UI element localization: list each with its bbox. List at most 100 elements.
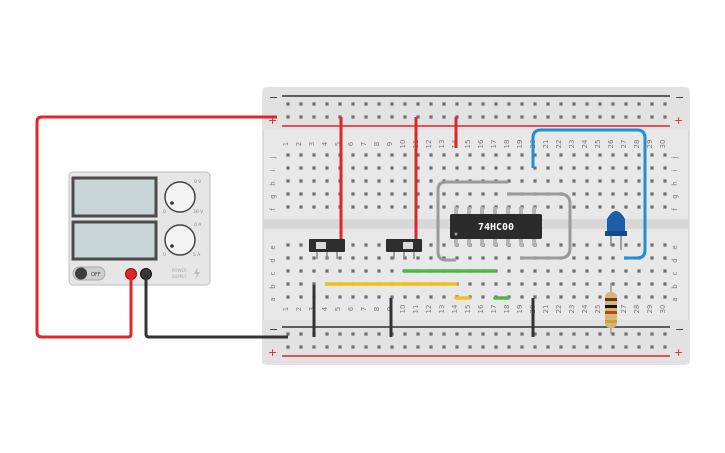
hole-f30[interactable] [663,205,667,209]
hole-c28[interactable] [637,269,641,273]
hole-j1[interactable] [286,153,290,157]
hole-h10[interactable] [403,179,407,183]
hole-d24[interactable] [585,256,589,260]
hole-f29[interactable] [650,205,654,209]
hole-a28[interactable] [637,295,641,299]
hole-e28[interactable] [637,243,641,247]
rail-hole[interactable] [585,115,589,119]
hole-i3[interactable] [312,166,316,170]
hole-j18[interactable] [507,153,511,157]
hole-g28[interactable] [637,192,641,196]
hole-j15[interactable] [468,153,472,157]
hole-i4[interactable] [325,166,329,170]
rail-hole[interactable] [442,332,446,336]
hole-a9[interactable] [390,295,394,299]
hole-c6[interactable] [351,269,355,273]
rail-hole[interactable] [403,345,407,349]
rail-hole[interactable] [351,115,355,119]
hole-a13[interactable] [442,295,446,299]
hole-c26[interactable] [611,269,615,273]
hole-j23[interactable] [572,153,576,157]
hole-a24[interactable] [585,295,589,299]
hole-i28[interactable] [637,166,641,170]
rail-hole[interactable] [507,345,511,349]
hole-c25[interactable] [598,269,602,273]
rail-hole[interactable] [624,115,628,119]
hole-c19[interactable] [520,269,524,273]
rail-hole[interactable] [468,345,472,349]
rail-hole[interactable] [507,115,511,119]
hole-j16[interactable] [481,153,485,157]
rail-hole[interactable] [533,102,537,106]
hole-f1[interactable] [286,205,290,209]
hole-h26[interactable] [611,179,615,183]
rail-hole[interactable] [663,345,667,349]
rail-hole[interactable] [403,332,407,336]
rail-hole[interactable] [624,332,628,336]
hole-f9[interactable] [390,205,394,209]
hole-b23[interactable] [572,282,576,286]
rail-hole[interactable] [520,345,524,349]
hole-f26[interactable] [611,205,615,209]
hole-e23[interactable] [572,243,576,247]
hole-f24[interactable] [585,205,589,209]
hole-a25[interactable] [598,295,602,299]
hole-i22[interactable] [559,166,563,170]
hole-i17[interactable] [494,166,498,170]
resistor[interactable] [605,283,617,334]
rail-hole[interactable] [546,332,550,336]
hole-i19[interactable] [520,166,524,170]
hole-j30[interactable] [663,153,667,157]
rail-hole[interactable] [611,345,615,349]
hole-i26[interactable] [611,166,615,170]
rail-hole[interactable] [650,115,654,119]
hole-f12[interactable] [429,205,433,209]
rail-hole[interactable] [416,115,420,119]
rail-hole[interactable] [507,332,511,336]
led-blue[interactable] [605,211,627,250]
rail-hole[interactable] [442,102,446,106]
hole-d17[interactable] [494,256,498,260]
hole-g25[interactable] [598,192,602,196]
hole-b3[interactable] [312,282,316,286]
hole-g24[interactable] [585,192,589,196]
hole-a12[interactable] [429,295,433,299]
hole-d1[interactable] [286,256,290,260]
slide-switch-1[interactable] [309,239,345,259]
hole-b26[interactable] [611,282,615,286]
hole-b24[interactable] [585,282,589,286]
hole-i6[interactable] [351,166,355,170]
hole-i24[interactable] [585,166,589,170]
rail-hole[interactable] [299,345,303,349]
rail-hole[interactable] [351,332,355,336]
rail-hole[interactable] [650,332,654,336]
wire-gray-loop-right[interactable] [508,192,572,260]
hole-d7[interactable] [364,256,368,260]
rail-hole[interactable] [455,102,459,106]
hole-a19[interactable] [520,295,524,299]
hole-j25[interactable] [598,153,602,157]
hole-j27[interactable] [624,153,628,157]
hole-f4[interactable] [325,205,329,209]
rail-hole[interactable] [598,345,602,349]
rail-hole[interactable] [546,102,550,106]
rail-hole[interactable] [585,345,589,349]
rail-hole[interactable] [377,345,381,349]
hole-c9[interactable] [390,269,394,273]
hole-j28[interactable] [637,153,641,157]
rail-hole[interactable] [364,345,368,349]
hole-b28[interactable] [637,282,641,286]
rail-hole[interactable] [481,102,485,106]
hole-h23[interactable] [572,179,576,183]
hole-d6[interactable] [351,256,355,260]
rail-hole[interactable] [663,332,667,336]
wire-supply-positive[interactable] [35,115,277,339]
rail-hole[interactable] [572,102,576,106]
rail-hole[interactable] [455,332,459,336]
hole-g23[interactable] [572,192,576,196]
hole-c22[interactable] [559,269,563,273]
rail-hole[interactable] [559,345,563,349]
hole-g10[interactable] [403,192,407,196]
hole-i23[interactable] [572,166,576,170]
hole-c4[interactable] [325,269,329,273]
